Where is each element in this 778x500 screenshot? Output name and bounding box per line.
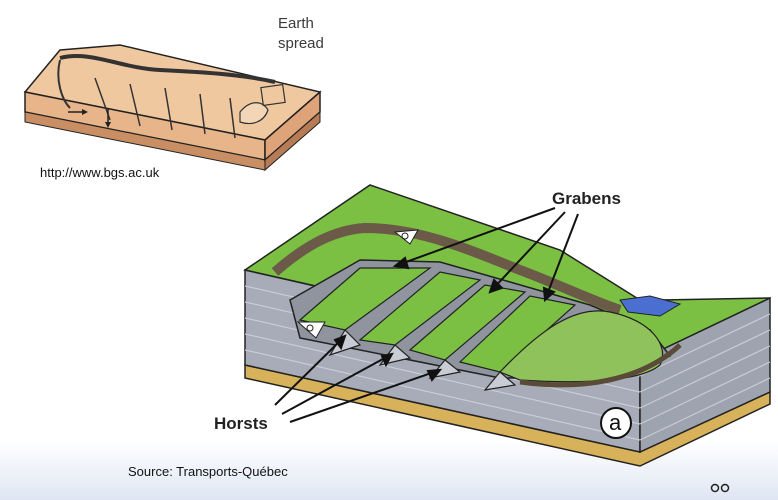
- top-figure-credit: http://www.bgs.ac.uk: [40, 165, 160, 180]
- grabens-label: Grabens: [552, 189, 621, 208]
- slide-nav-glyph: [710, 483, 730, 493]
- slide-nav-icon[interactable]: [710, 480, 732, 496]
- main-figure-credit: Source: Transports-Québec: [128, 464, 288, 479]
- graben-arrows: [392, 207, 579, 303]
- panel-badge: [600, 407, 632, 439]
- horsts-label: Horsts: [214, 414, 268, 433]
- panel-letter: a: [609, 410, 622, 435]
- horst-graben-block: [243, 184, 771, 467]
- earth-spread-title: Earth spread: [278, 15, 324, 52]
- horst-arrows: [274, 334, 443, 423]
- earth-spread-block: [23, 44, 322, 172]
